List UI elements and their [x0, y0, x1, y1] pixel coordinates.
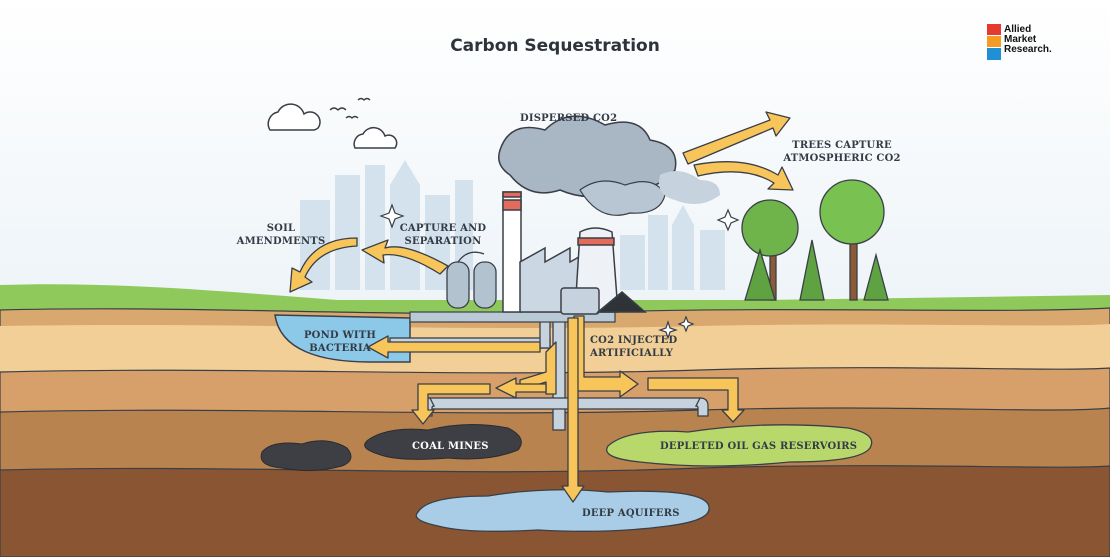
co2-smoke [498, 115, 720, 216]
deep-aquifers [415, 489, 710, 532]
label-soil-line2: AMENDMENTS [236, 236, 326, 247]
power-plant [502, 191, 648, 315]
label-coal-mines: COAL MINES [412, 441, 489, 452]
oil-gas-reservoir [606, 424, 873, 467]
page-title: Carbon Sequestration [450, 36, 660, 56]
city-skyline [300, 160, 725, 290]
sparkles [379, 203, 740, 340]
label-dispersed-co2: DISPERSED CO2 [520, 113, 618, 124]
label-soil-amendments: SOIL AMENDMENTS [236, 222, 326, 248]
allied-market-research-logo: Allied Market Research. [985, 22, 1095, 68]
label-pond-line2: BACTERIA [309, 343, 371, 354]
brand-icon [987, 24, 1001, 60]
label-trees-capture-line2: ATMOSPHERIC CO2 [783, 153, 901, 164]
label-injected-line2: ARTIFICIALLY [590, 348, 674, 359]
label-pond-line1: POND WITH [303, 330, 377, 341]
label-depleted-reservoirs: DEPLETED OIL GAS RESERVOIRS [660, 441, 858, 452]
label-soil-line1: SOIL [266, 223, 296, 234]
clouds [267, 103, 398, 149]
trees [741, 179, 889, 301]
label-co2-injected: CO2 INJECTED ARTIFICIALLY [590, 334, 677, 360]
label-trees-capture: TREES CAPTURE ATMOSPHERIC CO2 [782, 139, 902, 165]
flow-arrows [289, 111, 794, 503]
label-capture-line2: SEPARATION [404, 236, 482, 247]
brand-line-2: Market [1004, 34, 1037, 45]
label-capture-line1: CAPTURE AND [399, 223, 487, 234]
label-pond-bacteria: POND WITH BACTERIA [296, 329, 384, 355]
coal-mines [260, 423, 522, 472]
brand-name: Allied Market Research. [1004, 25, 1052, 55]
brand-line-1: Allied [1004, 24, 1032, 35]
birds [329, 97, 371, 119]
label-injected-line1: CO2 INJECTED [590, 335, 678, 346]
label-trees-capture-line1: TREES CAPTURE [792, 140, 892, 151]
label-deep-aquifers: DEEP AQUIFERS [582, 508, 680, 519]
brand-line-3: Research. [1004, 44, 1052, 55]
label-capture-separation: CAPTURE AND SEPARATION [398, 222, 488, 248]
capture-tanks [446, 251, 497, 309]
